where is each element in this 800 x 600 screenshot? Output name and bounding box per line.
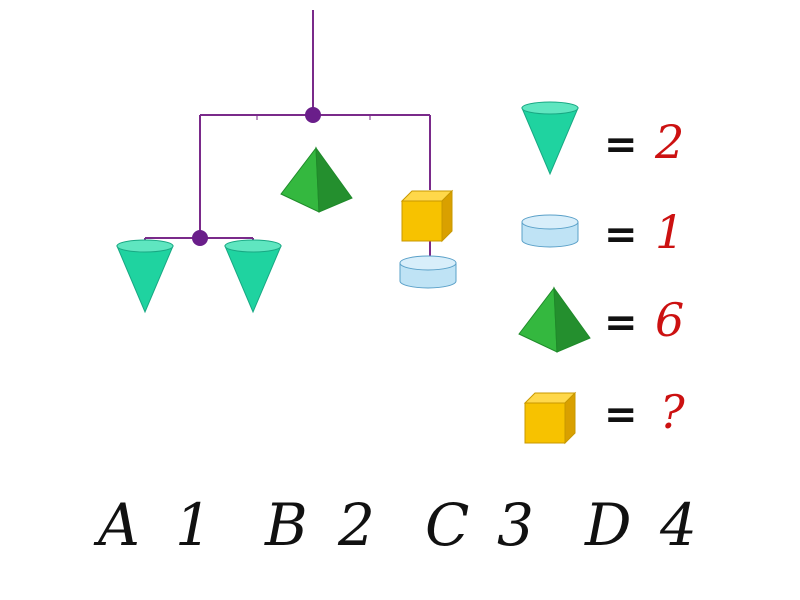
cylinder-icon [399, 255, 457, 289]
pyramid-icon [280, 147, 353, 213]
cube-icon [401, 190, 453, 242]
option-number: 3 [497, 491, 534, 559]
equals-sign: = [604, 122, 638, 168]
equals-sign: = [604, 212, 638, 258]
value-label: 2 [654, 115, 684, 169]
cone-icon [116, 239, 174, 313]
option-d[interactable]: D 4 [584, 491, 697, 559]
option-c[interactable]: C 3 [425, 491, 534, 559]
equals-sign: = [604, 392, 638, 438]
cube-icon [524, 392, 576, 444]
legend: = 2 = 1 = 6 = ? [518, 101, 685, 444]
value-label: 6 [655, 293, 684, 347]
equals-sign: = [604, 300, 638, 346]
option-letter: C [425, 491, 469, 559]
option-letter: D [584, 491, 632, 559]
sub-pivot [192, 230, 208, 246]
option-number: 4 [659, 491, 697, 559]
main-pivot [305, 107, 321, 123]
legend-row: = 1 [521, 205, 684, 259]
value-label: ? [660, 385, 685, 439]
legend-row: = 2 [521, 101, 684, 175]
cylinder-icon [521, 214, 579, 248]
option-letter: A [93, 491, 140, 559]
option-letter: B [264, 491, 308, 559]
legend-row: = 6 [518, 287, 684, 353]
option-a[interactable]: A 1 [93, 491, 212, 559]
value-label: 1 [655, 205, 684, 259]
pyramid-icon [518, 287, 591, 353]
answer-options: A 1 B 2 C 3 D 4 [93, 491, 697, 559]
legend-row: = ? [524, 385, 685, 444]
cone-icon [224, 239, 282, 313]
option-number: 1 [175, 491, 212, 559]
option-b[interactable]: B 2 [264, 491, 375, 559]
mobile [116, 10, 457, 313]
option-number: 2 [337, 491, 375, 559]
cone-icon [521, 101, 579, 175]
